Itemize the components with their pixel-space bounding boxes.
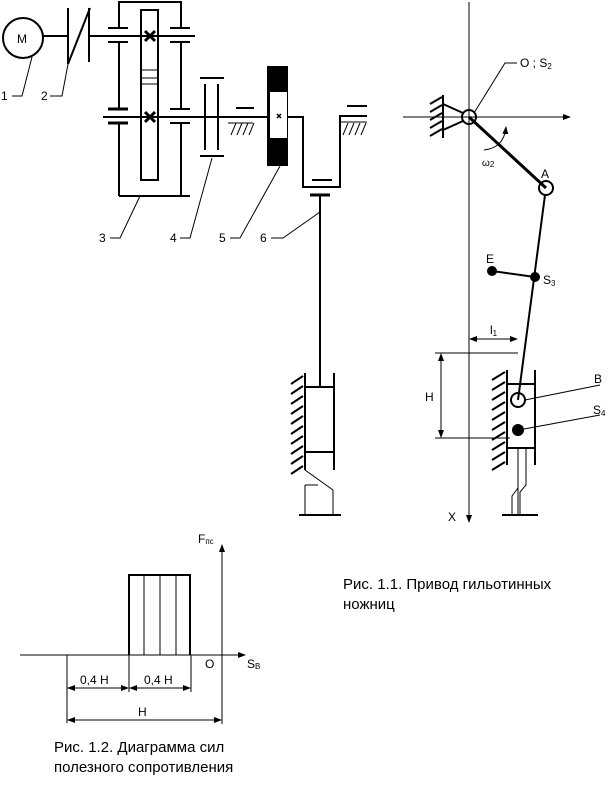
flywheel-gear bbox=[267, 66, 288, 166]
mechanism-axes: X bbox=[403, 2, 571, 524]
point-a-label: A bbox=[541, 167, 549, 181]
force-diagram: Fпс SB O 0,4 H 0,4 H H bbox=[20, 532, 260, 724]
dim-0-4h-right: 0,4 H bbox=[144, 673, 173, 687]
gearbox bbox=[103, 1, 268, 197]
joint-o bbox=[461, 109, 477, 125]
mechanism-slider: B S4 bbox=[491, 370, 606, 516]
load-block bbox=[128, 574, 191, 655]
part-number-2: 2 bbox=[41, 89, 48, 103]
dim-h-total: H bbox=[138, 705, 147, 719]
dim-0-4h-left: 0,4 H bbox=[80, 673, 109, 687]
connecting-rod: E S3 A bbox=[486, 167, 556, 401]
caption-fig-1-1: Рис. 1.1. Привод гильотинных bbox=[343, 576, 552, 593]
joint-a bbox=[538, 180, 554, 196]
motor-label: M bbox=[17, 32, 27, 46]
x-axis-label: SB bbox=[247, 657, 260, 671]
crankshaft bbox=[288, 105, 367, 387]
pivot-label: O ; S2 bbox=[520, 56, 552, 71]
caption-fig-1-1-line2: ножниц bbox=[343, 596, 395, 613]
point-s3-label: S3 bbox=[543, 273, 556, 288]
crank-oa: O ; S2 ω2 bbox=[467, 56, 552, 190]
caption-fig-1-2-line2: полезного сопротивления bbox=[54, 759, 233, 776]
axis-x-label: X bbox=[448, 510, 456, 524]
knife-slider bbox=[290, 373, 341, 516]
dim-l1-label: l1 bbox=[490, 323, 498, 338]
point-s4-label: S4 bbox=[593, 403, 606, 418]
origin-label: O bbox=[205, 657, 214, 671]
caption-fig-1-2: Рис. 1.2. Диаграмма сил bbox=[54, 739, 224, 756]
motor: M bbox=[2, 17, 44, 59]
part-number-5: 5 bbox=[219, 231, 226, 245]
point-b-label: B bbox=[594, 372, 602, 386]
part-number-4: 4 bbox=[170, 231, 177, 245]
point-e-label: E bbox=[486, 252, 494, 266]
dim-h-label: H bbox=[425, 390, 434, 404]
part-number-3: 3 bbox=[99, 231, 106, 245]
mechanism-dimensions: l1 H bbox=[425, 323, 518, 439]
omega-label: ω2 bbox=[482, 158, 495, 169]
coupling bbox=[200, 77, 224, 157]
part-number-1: 1 bbox=[1, 89, 8, 103]
y-axis-label: Fпс bbox=[198, 532, 214, 546]
part-leaders: 1 2 3 4 5 6 bbox=[1, 56, 321, 245]
frame-support bbox=[429, 95, 464, 138]
part-number-6: 6 bbox=[260, 231, 267, 245]
bearing-left bbox=[228, 107, 255, 136]
